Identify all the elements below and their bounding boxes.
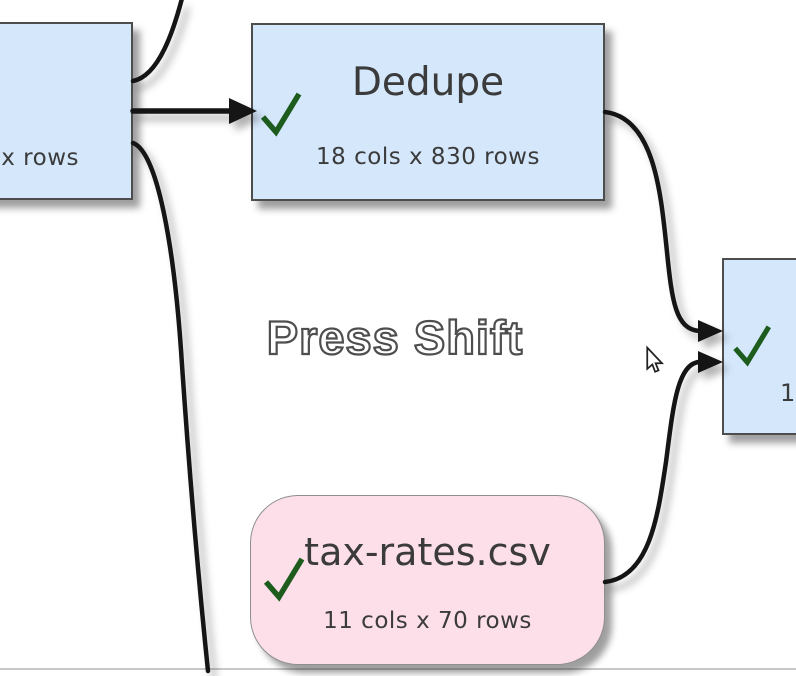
node-subtitle: 1 [780,379,796,407]
node-title: Dedupe [351,60,505,105]
check-icon [263,557,305,602]
node-left-partial[interactable]: x rows [0,22,133,200]
check-icon [260,92,302,137]
node-tax-rates[interactable]: tax-rates.csv 11 cols x 70 rows [250,495,605,665]
check-icon [733,325,771,367]
node-right-partial[interactable]: 1 [722,258,796,435]
press-shift-hint: Press Shift [266,310,524,365]
connector-left-to-dedupe[interactable] [130,98,257,124]
node-subtitle: 11 cols x 70 rows [323,608,532,634]
arrowhead-icon [698,320,723,342]
connector-tax-to-right[interactable] [602,351,723,585]
node-dedupe[interactable]: Dedupe 18 cols x 830 rows [251,23,605,201]
canvas-bottom-edge [0,668,796,670]
node-subtitle: 18 cols x 830 rows [316,144,540,170]
node-title: tax-rates.csv [304,530,551,574]
mouse-cursor [646,345,665,373]
connector-dedupe-to-right[interactable] [602,109,723,342]
arrowhead-icon [698,351,723,373]
connector-left-to-offscreen-bottom[interactable] [130,140,211,674]
node-subtitle: x rows [1,145,79,171]
connector-left-to-offscreen-top[interactable] [130,0,186,84]
